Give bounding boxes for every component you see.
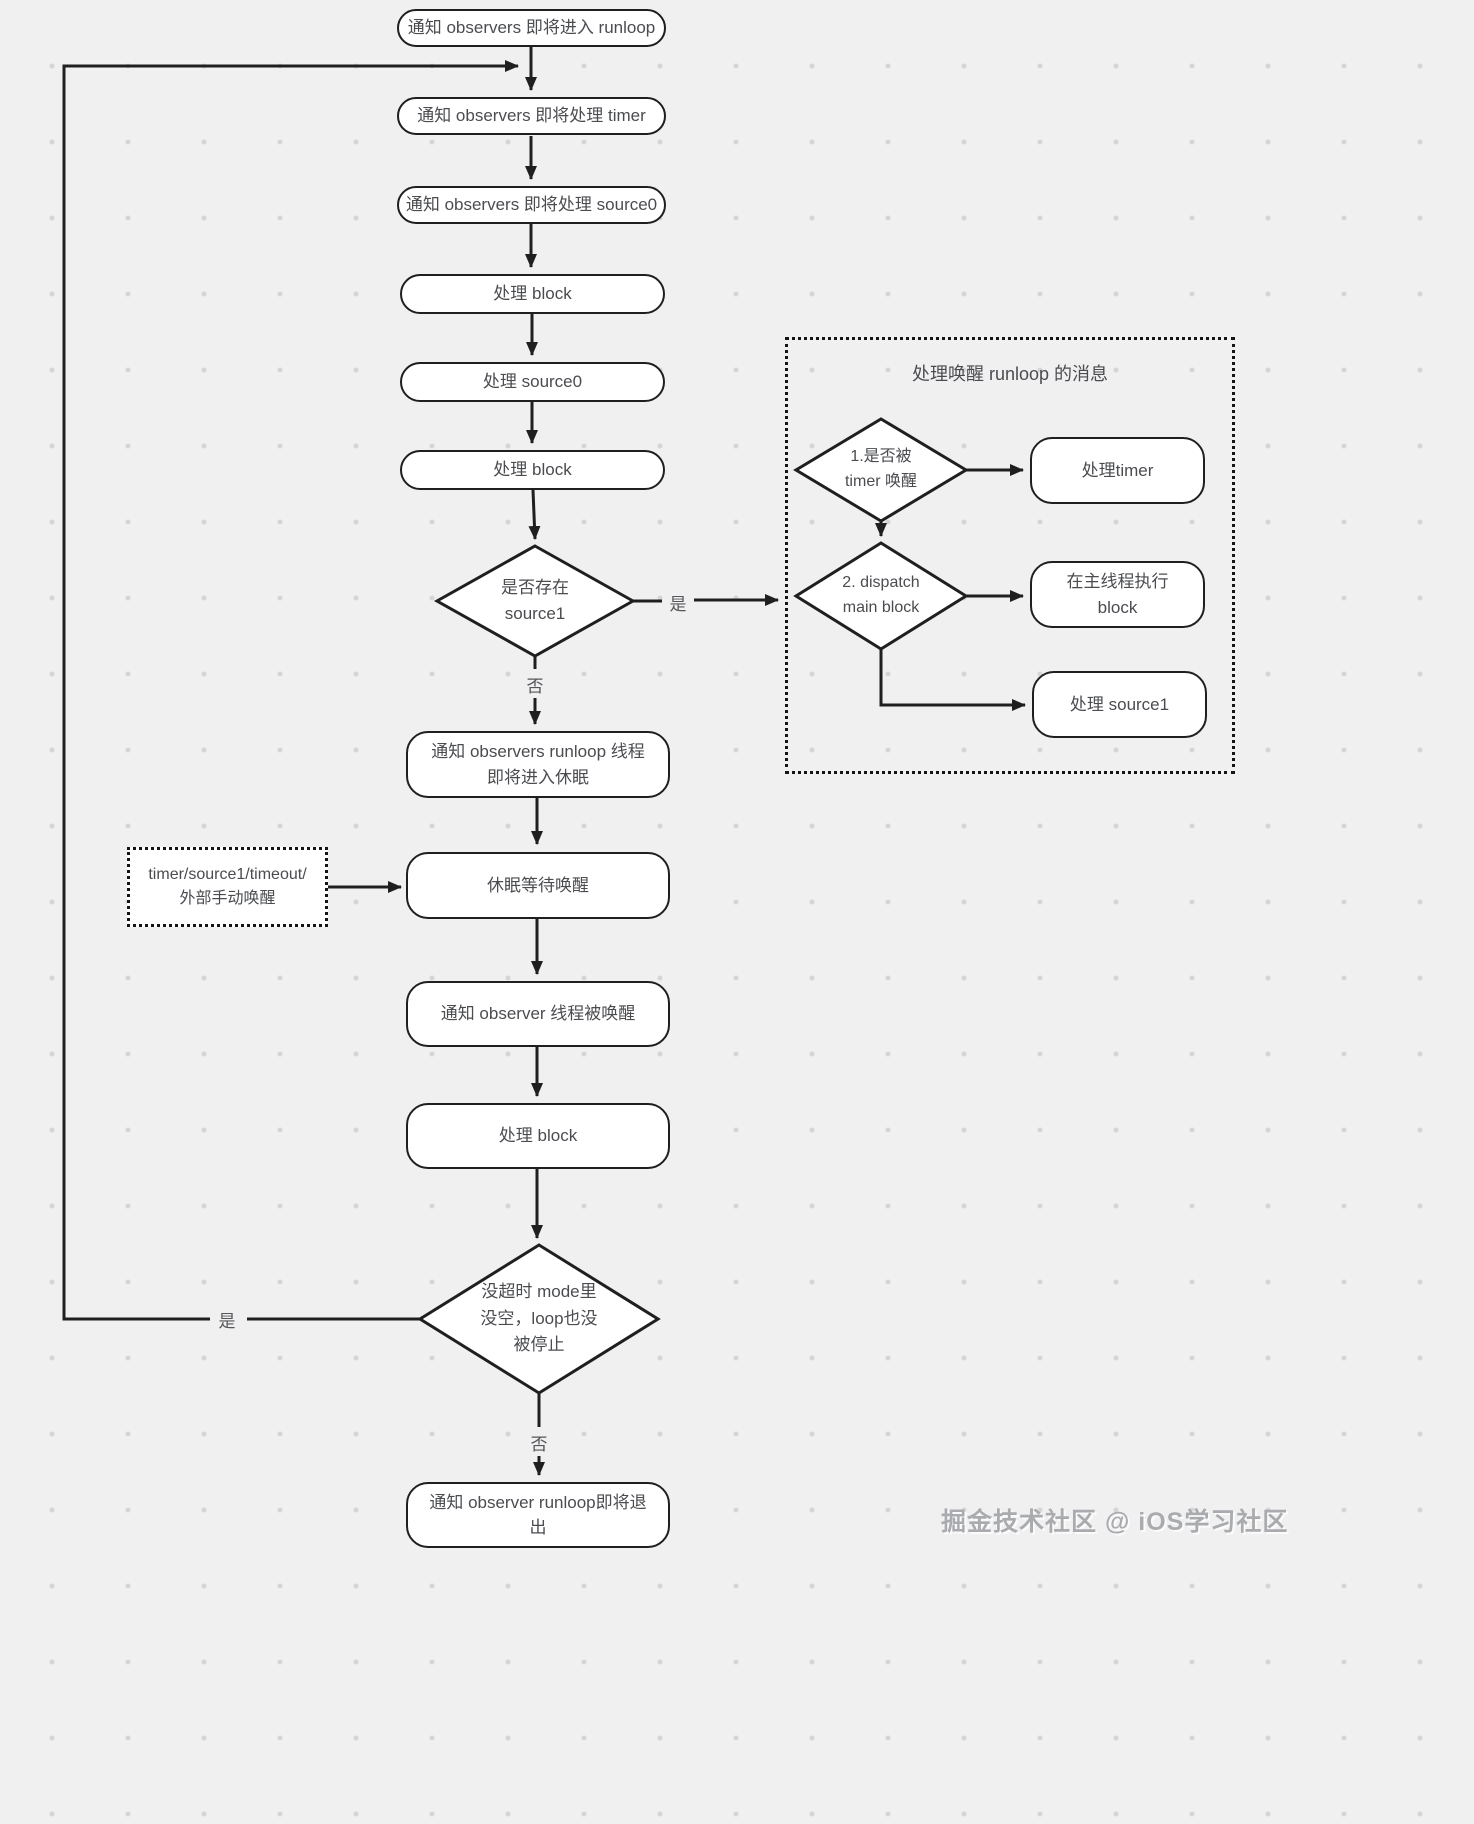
decision-line: 2. dispatch <box>842 574 920 592</box>
node-label: 处理 source1 <box>1069 694 1170 714</box>
node-handle-block-1: 处理 block <box>400 274 665 314</box>
node-label: 处理timer <box>1081 460 1154 480</box>
node-label: 通知 observers runloop 线程即将进入休眠 <box>431 742 645 787</box>
node-handle-timer: 处理timer <box>1030 437 1205 504</box>
decision-source1-diamond <box>433 544 637 658</box>
node-label: 通知 observer runloop即将退出 <box>429 1492 647 1538</box>
subprocess-title: 处理唤醒 runloop 的消息 <box>911 364 1109 384</box>
subprocess-timer-diamond <box>793 417 969 523</box>
arrow-loopback-to-top <box>62 60 519 1321</box>
subprocess-timer-diamond-text: 1.是否被 timer 唤醒 <box>796 419 966 521</box>
node-label: 休眠等待唤醒 <box>487 875 589 895</box>
decision-line: 1.是否被 <box>850 448 912 466</box>
decision-line: 没超时 mode里 <box>481 1282 597 1302</box>
node-notify-handle-timer: 通知 observers 即将处理 timer <box>397 97 666 135</box>
decision-line: 没空，loop也没 <box>480 1308 598 1328</box>
label-yes-decision1: 是 <box>669 595 687 614</box>
node-label: 通知 observer 线程被唤醒 <box>440 1004 636 1024</box>
wake-sources-box: timer/source1/timeout/ 外部手动唤醒 <box>127 847 328 927</box>
label-yes-decision2: 是 <box>218 1312 236 1331</box>
decision-source1-text: 是否存在 source1 <box>437 546 633 656</box>
decision-exit-text: 没超时 mode里 没空，loop也没 被停止 <box>420 1245 658 1393</box>
node-handle-block-3: 处理 block <box>406 1103 670 1169</box>
node-notify-enter-runloop: 通知 observers 即将进入 runloop <box>397 9 666 47</box>
decision-exit-diamond <box>417 1243 661 1395</box>
node-notify-handle-source0: 通知 observers 即将处理 source0 <box>397 186 666 224</box>
node-main-thread-block: 在主线程执行block <box>1030 561 1205 628</box>
node-notify-exit-runloop: 通知 observer runloop即将退出 <box>406 1482 670 1548</box>
node-handle-source0: 处理 source0 <box>400 362 665 402</box>
label-no-decision2: 否 <box>530 1435 548 1454</box>
node-handle-block-2: 处理 block <box>400 450 665 490</box>
subprocess-container <box>785 337 1235 774</box>
label-no-decision1: 否 <box>526 677 544 696</box>
arrow-dispatchdiamond-to-source1 <box>879 649 1026 711</box>
decision-line: main block <box>842 599 920 616</box>
arrow-block2-to-decision1 <box>528 489 541 540</box>
subprocess-dispatch-diamond-text: 2. dispatch main block <box>796 543 966 649</box>
decision-line: timer 唤醒 <box>844 473 917 490</box>
node-notify-thread-awake: 通知 observer 线程被唤醒 <box>406 981 670 1047</box>
node-label: 处理 block <box>493 460 572 480</box>
node-label: 处理 block <box>493 284 572 304</box>
subprocess-dispatch-diamond <box>793 541 969 651</box>
decision-line: 被停止 <box>513 1335 565 1355</box>
node-label: 处理 source0 <box>482 372 583 392</box>
decision-line: 是否存在 <box>501 577 569 597</box>
node-label: 处理 block <box>498 1126 578 1146</box>
wake-sources-line: 外部手动唤醒 <box>179 890 276 907</box>
node-label: 通知 observers 即将进入 runloop <box>407 18 656 38</box>
node-notify-will-sleep: 通知 observers runloop 线程即将进入休眠 <box>406 731 670 798</box>
node-sleep-wait-wake: 休眠等待唤醒 <box>406 852 670 919</box>
node-label: 通知 observers 即将处理 source0 <box>405 195 658 215</box>
watermark: 掘金技术社区 @ iOS学习社区 <box>941 1508 1289 1536</box>
node-label: 在主线程执行block <box>1066 572 1169 617</box>
node-label: 通知 observers 即将处理 timer <box>417 106 646 126</box>
node-handle-source1: 处理 source1 <box>1032 671 1207 738</box>
wake-sources-line: timer/source1/timeout/ <box>148 866 307 883</box>
decision-line: source1 <box>504 604 566 623</box>
